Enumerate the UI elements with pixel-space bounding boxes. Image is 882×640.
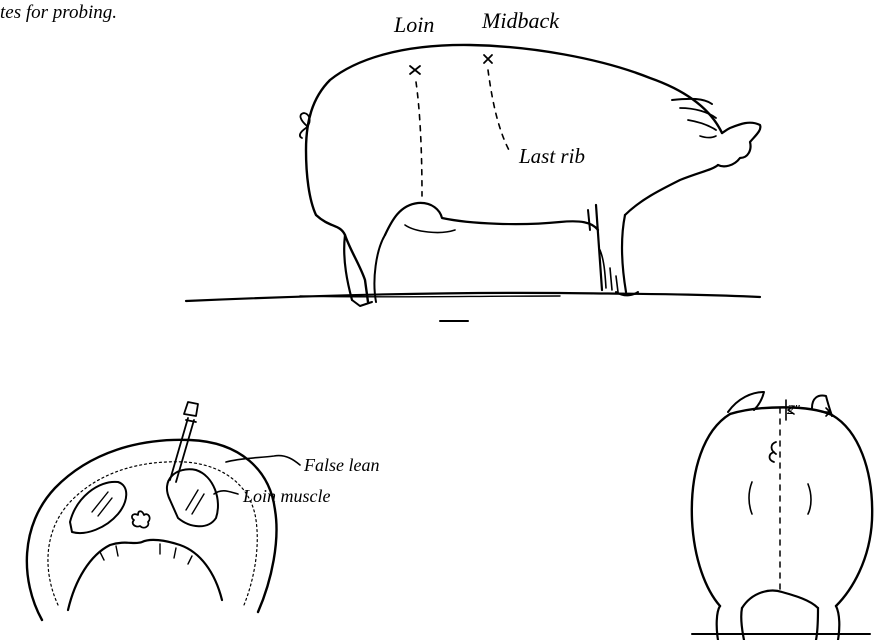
last-rib-dashed-line (488, 70, 510, 152)
loin-dashed-line (416, 82, 422, 196)
pig-body-outline (306, 45, 722, 302)
ground-line-shadow (300, 296, 560, 297)
rear-body-right (730, 407, 872, 606)
rear-left-leg-inner (741, 608, 744, 640)
rear-right-leg-inner (816, 608, 818, 640)
probe-shaft (170, 418, 194, 482)
cavity-edge-texture (100, 544, 192, 564)
label-false-lean: False lean (304, 456, 379, 474)
rear-crotch (742, 591, 818, 608)
midback-site-marker (484, 55, 492, 63)
label-last-rib: Last rib (519, 146, 585, 167)
label-loin: Loin (394, 14, 434, 36)
vertebra (132, 511, 150, 527)
rear-tail (770, 442, 777, 462)
ear-top (672, 99, 712, 104)
label-midback: Midback (482, 10, 559, 32)
tail (300, 113, 310, 138)
probe-handle (184, 402, 198, 422)
front-leg-back (596, 205, 602, 290)
outer-skin (27, 440, 277, 620)
left-ham-mark (749, 482, 752, 514)
front-leg-front (622, 215, 626, 292)
right-ham-mark (808, 484, 811, 514)
eye (700, 136, 716, 138)
front-leg-mark (588, 210, 590, 230)
left-loin-muscle (70, 482, 126, 533)
false-lean-leader (226, 456, 300, 465)
body-cavity-edge (68, 540, 222, 610)
right-loin-muscle (167, 469, 218, 526)
loin-cross-section (27, 402, 300, 620)
rear-body-left (692, 414, 730, 606)
rear-leg-front (374, 235, 385, 302)
snout (718, 123, 760, 167)
pig-side-view (186, 45, 760, 321)
label-width-marker: 2" (787, 404, 800, 418)
right-muscle-hatch (186, 490, 204, 514)
label-loin-muscle: Loin muscle (243, 487, 331, 505)
pig-rear-view (692, 392, 872, 640)
chest-jowl (625, 165, 718, 215)
loin-site-marker (410, 66, 420, 74)
loin-muscle-leader (214, 491, 238, 494)
caption-fragment: tes for probing. (0, 3, 117, 22)
ear-lines (680, 108, 716, 130)
flank-crease (405, 225, 455, 232)
left-muscle-hatch (92, 492, 112, 516)
